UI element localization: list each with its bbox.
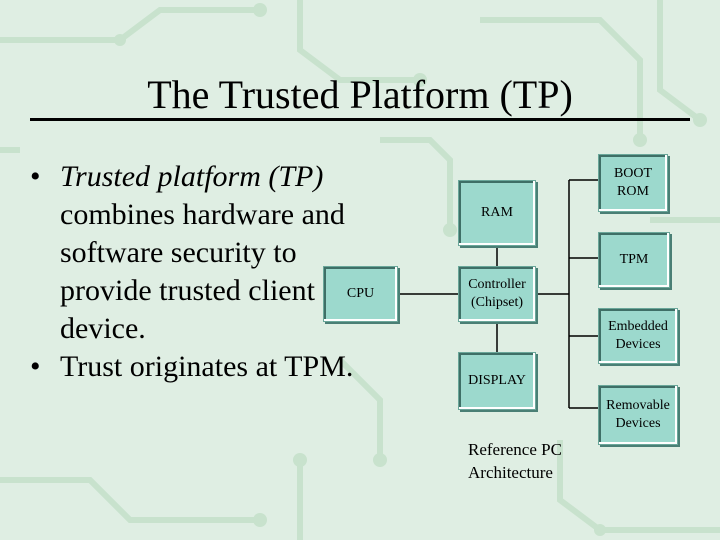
bullet-italic-lead: Trusted platform (TP) (60, 160, 324, 193)
tpm-box: TPM (598, 232, 670, 288)
bullet-text: combines hardware and software security … (60, 198, 345, 345)
bullet-dot: • (30, 160, 41, 193)
boot-rom-box: BOOT ROM (598, 154, 668, 212)
bullet-dot: • (30, 350, 41, 383)
display-box: DISPLAY (458, 352, 536, 410)
slide-title: The Trusted Platform (TP) (147, 72, 573, 117)
bullet-list: • Trusted platform (TP) combines hardwar… (30, 158, 360, 386)
controller-chipset-box: Controller (Chipset) (458, 266, 536, 322)
bullet-item: • Trust originates at TPM. (30, 348, 360, 386)
removable-devices-box: Removable Devices (598, 385, 678, 445)
cpu-box: CPU (323, 266, 398, 322)
bullet-item: • Trusted platform (TP) combines hardwar… (30, 158, 360, 348)
embedded-devices-box: Embedded Devices (598, 308, 678, 364)
diagram-caption: Reference PC Architecture (468, 440, 562, 482)
ram-box: RAM (458, 180, 536, 246)
title-underline (30, 118, 690, 121)
bullet-text: Trust originates at TPM. (60, 350, 354, 383)
